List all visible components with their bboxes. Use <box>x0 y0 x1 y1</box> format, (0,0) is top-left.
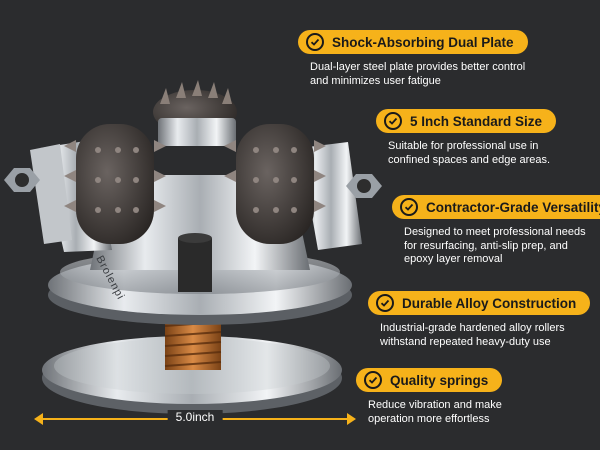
feature-title: Durable Alloy Construction <box>402 295 577 311</box>
arrow-left-icon <box>34 413 43 425</box>
check-circle-icon <box>306 33 324 51</box>
feature-title: Contractor-Grade Versatility <box>426 199 600 215</box>
feature-description: Designed to meet professional needs for … <box>404 226 586 265</box>
feature-title: Shock-Absorbing Dual Plate <box>332 34 514 50</box>
dimension-indicator: 5.0inch <box>34 408 356 428</box>
feature-title: Quality springs <box>390 372 489 388</box>
feature-description: Industrial-grade hardened alloy rollers … <box>380 322 565 348</box>
feature-title-pill: Contractor-Grade Versatility <box>392 195 600 219</box>
feature-title: 5 Inch Standard Size <box>410 113 543 129</box>
check-circle-icon <box>384 112 402 130</box>
check-circle-icon <box>376 294 394 312</box>
check-circle-icon <box>364 371 382 389</box>
feature-contractor-grade: Contractor-Grade Versatility Designed to… <box>392 195 600 267</box>
feature-description: Dual-layer steel plate provides better c… <box>310 61 526 87</box>
product-image: Brolenpi <box>4 80 382 414</box>
feature-durable-alloy: Durable Alloy Construction Industrial-gr… <box>368 291 591 349</box>
feature-shock-absorbing: Shock-Absorbing Dual Plate Dual-layer st… <box>298 30 528 88</box>
feature-title-pill: 5 Inch Standard Size <box>376 109 557 133</box>
arrow-right-icon <box>347 413 356 425</box>
feature-description: Suitable for professional use in confine… <box>388 140 551 166</box>
feature-title-pill: Quality springs <box>356 368 503 392</box>
feature-standard-size: 5 Inch Standard Size Suitable for profes… <box>376 109 557 167</box>
feature-quality-springs: Quality springs Reduce vibration and mak… <box>356 368 503 426</box>
dimension-label: 5.0inch <box>167 410 223 424</box>
feature-description: Reduce vibration and make operation more… <box>368 399 502 425</box>
feature-title-pill: Durable Alloy Construction <box>368 291 591 315</box>
check-circle-icon <box>400 198 418 216</box>
right-roller <box>224 124 326 244</box>
left-roller <box>64 124 166 244</box>
feature-title-pill: Shock-Absorbing Dual Plate <box>298 30 528 54</box>
